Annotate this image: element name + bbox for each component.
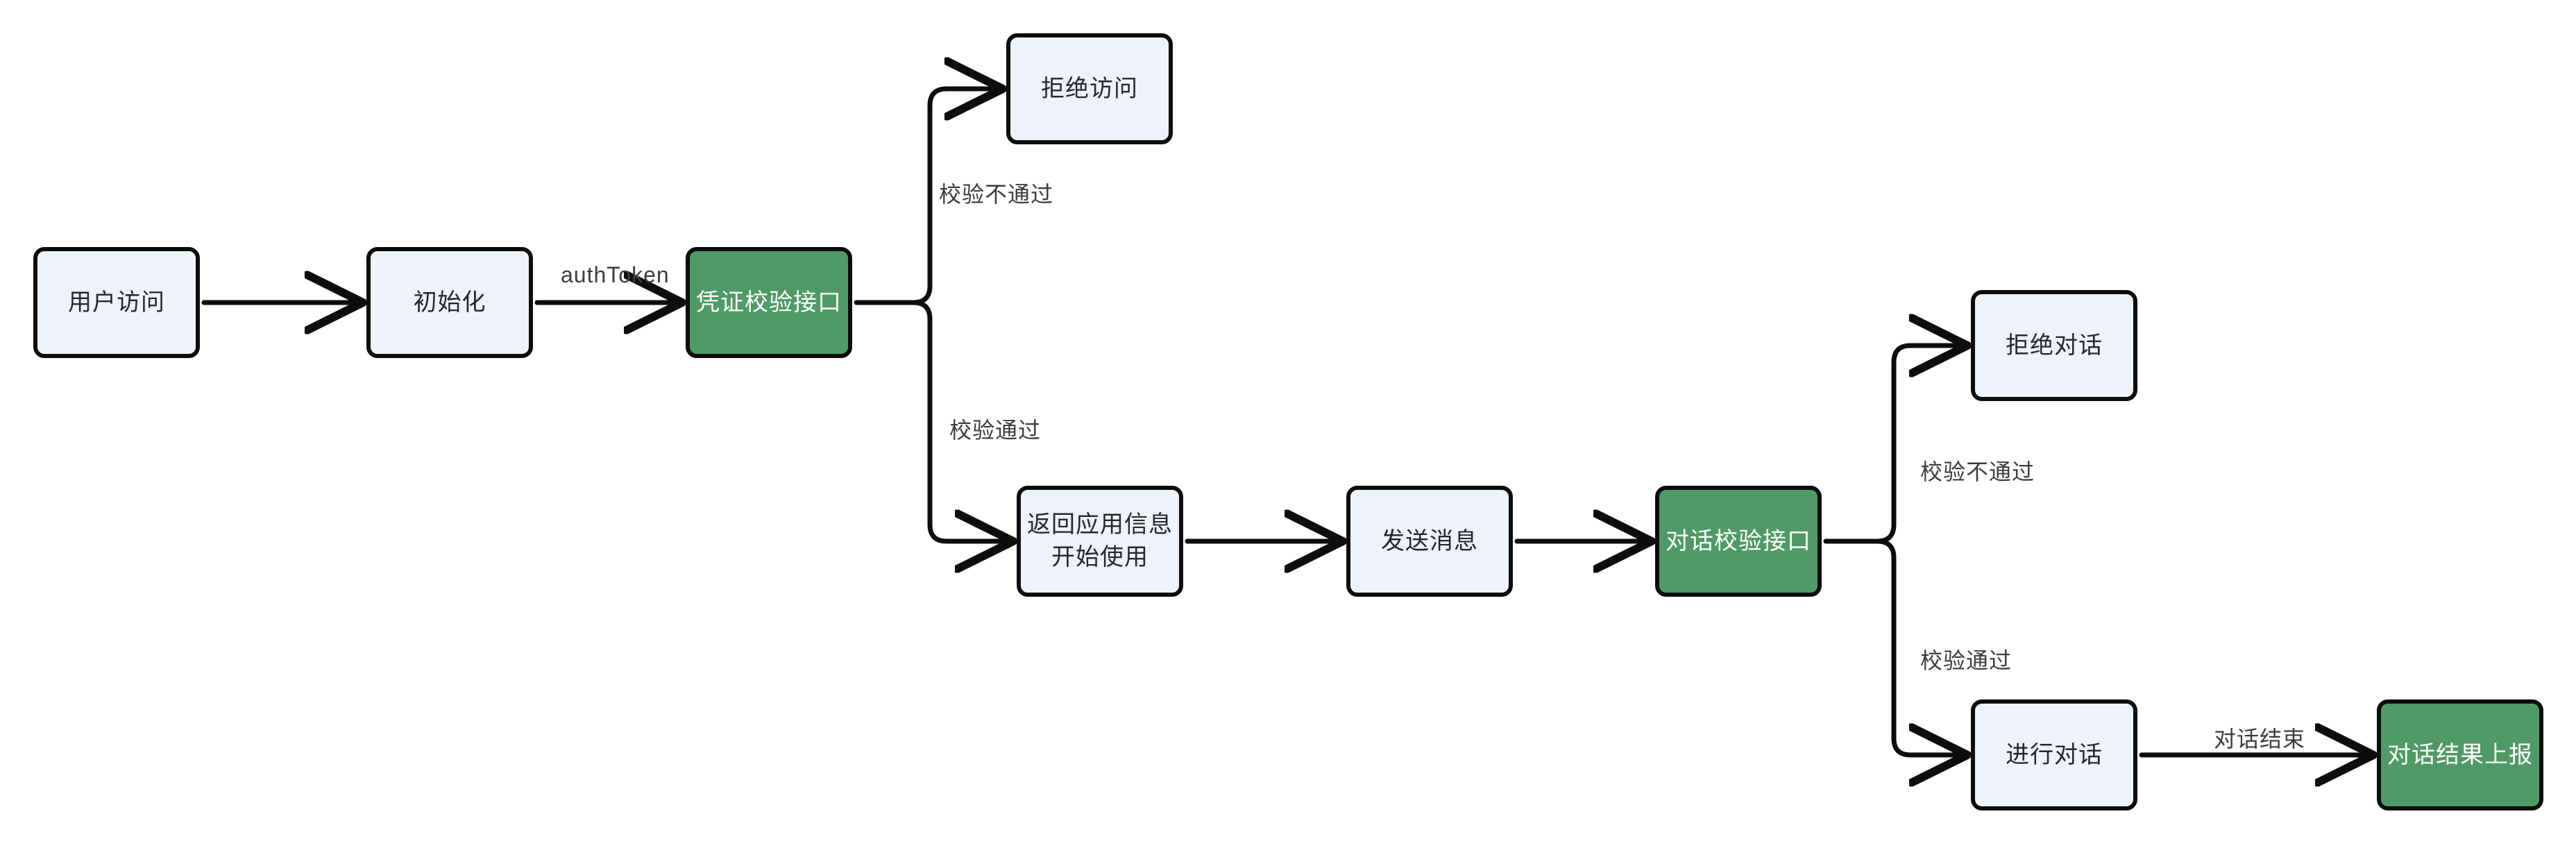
node-return-app-info-label: 返回应用信息 开始使用 [1027,511,1173,570]
edge-label-auth-token: authToken [561,262,670,287]
node-user-access-label: 用户访问 [68,289,165,316]
edge-label-chat-fail: 校验不通过 [1920,459,2035,484]
node-chat-check-api[interactable]: 对话校验接口 [1655,486,1822,597]
node-deny-chat[interactable]: 拒绝对话 [1971,290,2137,401]
edge-label-auth-pass: 校验通过 [949,418,1042,443]
node-send-message-label: 发送消息 [1381,527,1478,554]
node-user-access[interactable]: 用户访问 [33,247,200,358]
node-return-app-info[interactable]: 返回应用信息 开始使用 [1017,486,1183,597]
edge-chat-check-api-to-deny-chat [1874,346,1963,544]
edge-label-chat-end: 对话结束 [2214,727,2306,751]
node-auth-api[interactable]: 凭证校验接口 [686,247,852,358]
node-deny-chat-label: 拒绝对话 [2006,332,2103,359]
node-deny-access[interactable]: 拒绝访问 [1006,33,1173,144]
node-report-result-label: 对话结果上报 [2387,741,2533,768]
node-chat-check-api-label: 对话校验接口 [1666,527,1811,554]
node-init-label: 初始化 [413,289,486,316]
node-deny-access-label: 拒绝访问 [1041,75,1138,102]
edge-label-chat-pass: 校验通过 [1920,648,2012,673]
node-report-result[interactable]: 对话结果上报 [2377,699,2543,810]
node-do-chat-label: 进行对话 [2006,741,2103,768]
edge-label-auth-fail: 校验不通过 [939,182,1054,207]
node-send-message[interactable]: 发送消息 [1346,486,1513,597]
node-do-chat[interactable]: 进行对话 [1971,699,2137,810]
node-init[interactable]: 初始化 [366,247,533,358]
node-auth-api-label: 凭证校验接口 [696,289,842,316]
